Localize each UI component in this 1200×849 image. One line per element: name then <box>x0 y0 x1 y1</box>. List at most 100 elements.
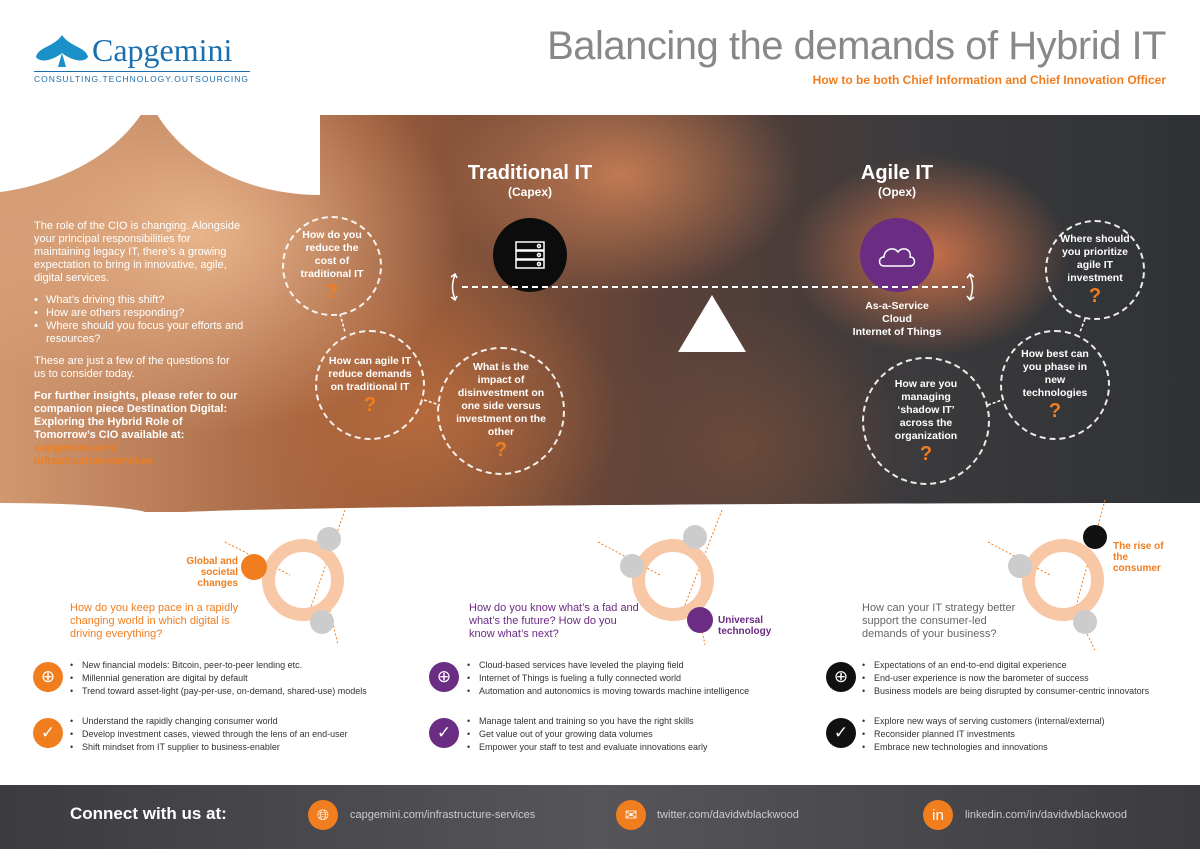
bubble-text: How do you reduce the cost of traditiona… <box>300 229 364 280</box>
category-dot <box>1083 525 1107 549</box>
twitter-link[interactable]: twitter.com/davidwblackwood <box>657 809 799 821</box>
gray-dot <box>1073 610 1097 634</box>
category-dot <box>687 607 713 633</box>
actions-list: Understand the rapidly changing consumer… <box>70 715 348 754</box>
website-link[interactable]: capgemini.com/infrastructure-services <box>350 809 536 821</box>
column-question: How can your IT strategy better support … <box>862 602 1016 640</box>
actions-list: Manage talent and training so you have t… <box>467 715 707 754</box>
footer-heading: Connect with us at: <box>70 804 227 823</box>
plus-speech-icon: ⊕ <box>429 662 459 692</box>
list-item: Reconsider planned IT investments <box>862 728 1105 741</box>
plus-speech-icon: ⊕ <box>33 662 63 692</box>
question-mark-icon: ? <box>1048 400 1062 422</box>
twitter-icon: ✉︎ <box>616 800 646 830</box>
intro-further: For further insights, please refer to ou… <box>34 390 238 441</box>
ring-graphic <box>262 539 344 621</box>
page-title: Balancing the demands of Hybrid IT <box>547 24 1166 68</box>
column-label: Universal technology <box>718 615 772 637</box>
list-item: Empower your staff to test and evaluate … <box>467 741 707 754</box>
list-item: Business models are being disrupted by c… <box>862 685 1149 698</box>
traditional-title: Traditional IT <box>467 162 593 184</box>
checkmark-icon: ✓ <box>33 718 63 748</box>
question-bubble: How are you managing ‘shadow IT’ across … <box>862 357 990 485</box>
logo-text: Capgemini <box>92 32 233 68</box>
infrastructure-link[interactable]: capgemini.com/ infrastructure-services <box>34 442 154 467</box>
drivers-list: New financial models: Bitcoin, peer-to-p… <box>70 659 367 698</box>
fulcrum-triangle <box>678 295 746 352</box>
gray-dot <box>1008 554 1032 578</box>
list-item: Automation and autonomics is moving towa… <box>467 685 749 698</box>
gray-dot <box>317 527 341 551</box>
question-bubble: Where should you prioritize agile IT inv… <box>1045 220 1145 320</box>
list-item: Understand the rapidly changing consumer… <box>70 715 348 728</box>
question-bubble: How can agile IT reduce demands on tradi… <box>315 330 425 440</box>
question-mark-icon: ? <box>494 439 508 461</box>
list-item: Trend toward asset-light (pay-per-use, o… <box>70 685 367 698</box>
logo[interactable]: Capgemini CONSULTING.TECHNOLOGY.OUTSOURC… <box>34 32 250 84</box>
category-dot <box>241 554 267 580</box>
list-item: Embrace new technologies and innovations <box>862 741 1105 754</box>
gray-dot <box>683 525 707 549</box>
list-item: Shift mindset from IT supplier to busine… <box>70 741 348 754</box>
question-bubble: How best can you phase in new technologi… <box>1000 330 1110 440</box>
question-mark-icon: ? <box>325 281 339 303</box>
page-subtitle: How to be both Chief Information and Chi… <box>812 73 1166 87</box>
list-item: New financial models: Bitcoin, peer-to-p… <box>70 659 367 672</box>
column-question: How do you know what’s a fad and what’s … <box>469 602 639 640</box>
cloud-icon <box>860 218 934 292</box>
drivers-list: Expectations of an end-to-end digital ex… <box>862 659 1149 698</box>
globe-icon: 🌐︎ <box>308 800 338 830</box>
agile-heading: Agile IT (Opex) <box>797 162 997 199</box>
tilt-arrow-icon <box>966 272 975 302</box>
bubble-text: How can agile IT reduce demands on tradi… <box>328 354 412 393</box>
question-mark-icon: ? <box>363 393 377 416</box>
logo-tagline: CONSULTING.TECHNOLOGY.OUTSOURCING <box>34 71 250 84</box>
intro-bullet: Where should you focus your efforts and … <box>34 320 244 346</box>
spade-logo-icon <box>36 34 88 67</box>
bubble-text: Where should you prioritize agile IT inv… <box>1060 233 1130 284</box>
intro-bullets: What’s driving this shift? How are other… <box>34 294 244 346</box>
footer <box>0 785 1200 849</box>
question-bubble: How do you reduce the cost of traditiona… <box>282 216 382 316</box>
bubble-text: How best can you phase in new technologi… <box>1021 348 1089 399</box>
tilt-arrow-icon <box>450 272 458 302</box>
question-mark-icon: ? <box>1088 285 1102 307</box>
list-item: Explore new ways of serving customers (i… <box>862 715 1105 728</box>
bubble-text: How are you managing ‘shadow IT’ across … <box>894 377 958 442</box>
agile-caption: As-a-Service Cloud Internet of Things <box>837 300 957 339</box>
list-item: Cloud-based services have leveled the pl… <box>467 659 749 672</box>
column-label: The rise of the consumer <box>1113 541 1164 574</box>
traditional-subtitle: (Capex) <box>507 185 552 199</box>
server-icon <box>493 218 567 292</box>
question-bubble: What is the impact of disinvestment on o… <box>437 347 565 475</box>
intro-text: The role of the CIO is changing. Alongsi… <box>34 220 244 468</box>
agile-title: Agile IT <box>860 162 934 184</box>
ring-graphic <box>1022 539 1104 621</box>
list-item: Millennial generation are digital by def… <box>70 672 367 685</box>
column-label: Global and societal changes <box>186 556 238 589</box>
intro-closing: These are just a few of the questions fo… <box>34 355 230 380</box>
drivers-list: Cloud-based services have leveled the pl… <box>467 659 749 698</box>
bubble-connectors <box>0 0 1200 512</box>
list-item: Internet of Things is fueling a fully co… <box>467 672 749 685</box>
list-item: Expectations of an end-to-end digital ex… <box>862 659 1149 672</box>
intro-bullet: What’s driving this shift? <box>34 294 244 307</box>
list-item: Get value out of your growing data volum… <box>467 728 707 741</box>
intro-bullet: How are others responding? <box>34 307 244 320</box>
linkedin-link[interactable]: linkedin.com/in/davidwblackwood <box>965 809 1128 821</box>
intro-paragraph: The role of the CIO is changing. Alongsi… <box>34 220 241 284</box>
agile-subtitle: (Opex) <box>877 185 916 199</box>
caption-line: Cloud <box>882 313 912 325</box>
caption-line: Internet of Things <box>852 326 942 338</box>
list-item: Develop investment cases, viewed through… <box>70 728 348 741</box>
gray-dot <box>620 554 644 578</box>
gray-dot <box>310 610 334 634</box>
actions-list: Explore new ways of serving customers (i… <box>862 715 1105 754</box>
list-item: Manage talent and training so you have t… <box>467 715 707 728</box>
question-mark-icon: ? <box>919 442 933 465</box>
traditional-heading: Traditional IT (Capex) <box>430 162 630 199</box>
caption-line: As-a-Service <box>865 300 929 312</box>
plus-speech-icon: ⊕ <box>826 662 856 692</box>
checkmark-icon: ✓ <box>429 718 459 748</box>
balance-scale <box>450 272 975 352</box>
